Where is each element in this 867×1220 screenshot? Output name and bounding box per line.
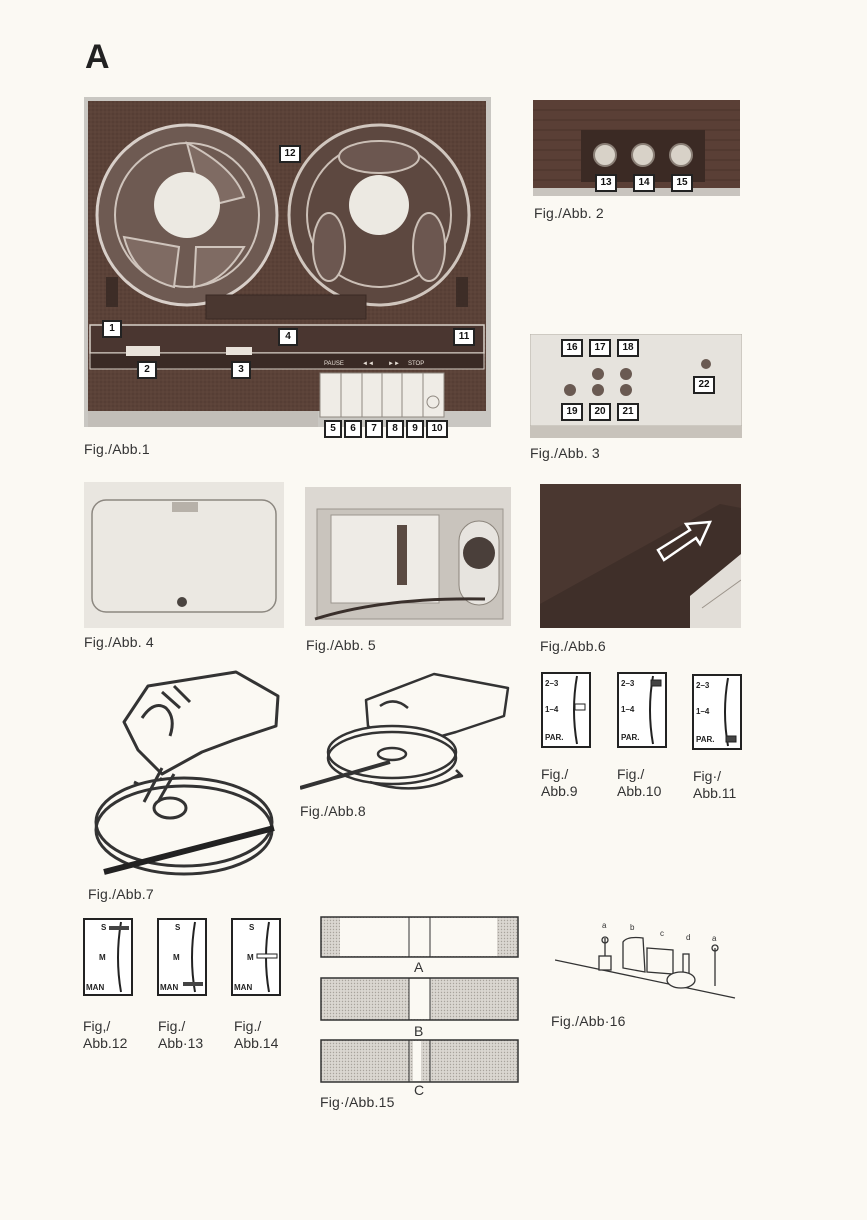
fig4-caption: Fig./Abb. 4 [84,634,154,650]
callout-10: 10 [426,420,448,438]
callout-1: 1 [102,320,122,338]
fig2-photo [533,100,740,196]
fig16-label-c: c [660,929,664,938]
fig13-caption-line1: Fig./ [158,1018,186,1034]
fig16-label-d: d [686,933,690,942]
fig16-label-a1: a [602,921,607,930]
fig11-label-par: PAR. [696,735,715,744]
fig11-label-23: 2–3 [696,681,710,690]
section-letter: A [85,38,110,76]
fig14-label-m: M [247,953,254,962]
fig2-caption: Fig./Abb. 2 [534,205,604,221]
fig11-caption: Fig·/ Abb.11 [693,768,736,802]
callout-17: 17 [589,339,611,357]
callout-22: 22 [693,376,715,394]
fig12-label-m: M [99,953,106,962]
callout-19: 19 [561,403,583,421]
callout-5: 5 [324,420,342,438]
callout-3: 3 [231,361,251,379]
callout-4: 4 [278,328,298,346]
fig10-caption-line1: Fig./ [617,766,645,782]
fig15-caption: Fig·/Abb.15 [320,1094,395,1110]
callout-11: 11 [453,328,475,346]
fig1-label-rewind: ◄◄ [362,361,374,367]
fig5-caption: Fig./Abb. 5 [306,637,376,653]
fig16-label-b: b [630,923,635,932]
fig13-label-s: S [175,923,181,932]
fig7-caption: Fig./Abb.7 [88,886,154,902]
fig1-label-pause: PAUSE [324,361,344,367]
callout-20: 20 [589,403,611,421]
fig14-label-s: S [249,923,255,932]
fig12-label-man: MAN [86,983,104,992]
fig13-label-m: M [173,953,180,962]
callout-18: 18 [617,339,639,357]
fig9-label-23: 2–3 [545,679,559,688]
callout-14: 14 [633,174,655,192]
fig13-caption: Fig./ Abb·13 [158,1018,203,1052]
fig9-caption: Fig./ Abb.9 [541,766,578,800]
fig6-caption: Fig./Abb.6 [540,638,606,654]
fig8-illustration [300,672,510,790]
fig12-switch: S M MAN [83,918,133,996]
fig11-label-14: 1–4 [696,707,710,716]
fig12-caption: Fig,/ Abb.12 [83,1018,127,1052]
fig10-switch: 2–3 1–4 PAR. [617,672,667,748]
fig15-label-b: B [414,1023,423,1039]
fig10-label-par: PAR. [621,733,640,742]
fig11-switch: 2–3 1–4 PAR. [692,674,742,750]
callout-21: 21 [617,403,639,421]
fig1-caption: Fig./Abb.1 [84,441,150,457]
fig3-caption: Fig./Abb. 3 [530,445,600,461]
fig8-caption: Fig./Abb.8 [300,803,366,819]
fig15-diagram: A B C [320,916,519,1096]
fig6-photo [540,484,741,628]
fig11-caption-line1: Fig·/ [693,768,721,784]
callout-16: 16 [561,339,583,357]
fig10-label-14: 1–4 [621,705,635,714]
fig12-label-s: S [101,923,107,932]
fig12-caption-line1: Fig,/ [83,1018,111,1034]
fig16-diagram: a b c d a [555,921,736,999]
fig15-label-c: C [414,1082,424,1096]
fig16-label-a2: a [712,934,717,943]
fig7-illustration [94,670,280,876]
fig9-label-14: 1–4 [545,705,559,714]
callout-13: 13 [595,174,617,192]
fig15-label-a: A [414,959,424,975]
callout-9: 9 [406,420,424,438]
fig14-caption: Fig./ Abb.14 [234,1018,278,1052]
fig10-label-23: 2–3 [621,679,635,688]
fig9-label-par: PAR. [545,733,564,742]
fig1-label-forward: ►► [388,361,400,367]
callout-6: 6 [344,420,362,438]
fig9-switch: 2–3 1–4 PAR. [541,672,591,748]
fig14-caption-line1: Fig./ [234,1018,262,1034]
fig13-switch: S M MAN [157,918,207,996]
fig1-label-stop: STOP [408,361,424,367]
fig10-caption: Fig./ Abb.10 [617,766,661,800]
fig11-caption-line2: Abb.11 [693,785,737,801]
fig14-caption-line2: Abb.14 [234,1035,279,1051]
fig14-switch: S M MAN [231,918,281,996]
callout-8: 8 [386,420,404,438]
fig13-caption-line2: Abb·13 [158,1035,204,1051]
fig13-label-man: MAN [160,983,178,992]
fig9-caption-line2: Abb.9 [541,783,578,799]
fig5-photo [305,487,511,626]
fig10-caption-line2: Abb.10 [617,783,662,799]
fig14-label-man: MAN [234,983,252,992]
fig4-photo [84,482,284,628]
callout-12: 12 [279,145,301,163]
callout-7: 7 [365,420,383,438]
callout-15: 15 [671,174,693,192]
callout-2: 2 [137,361,157,379]
fig16-caption: Fig./Abb·16 [551,1013,626,1029]
fig9-caption-line1: Fig./ [541,766,569,782]
fig12-caption-line2: Abb.12 [83,1035,128,1051]
